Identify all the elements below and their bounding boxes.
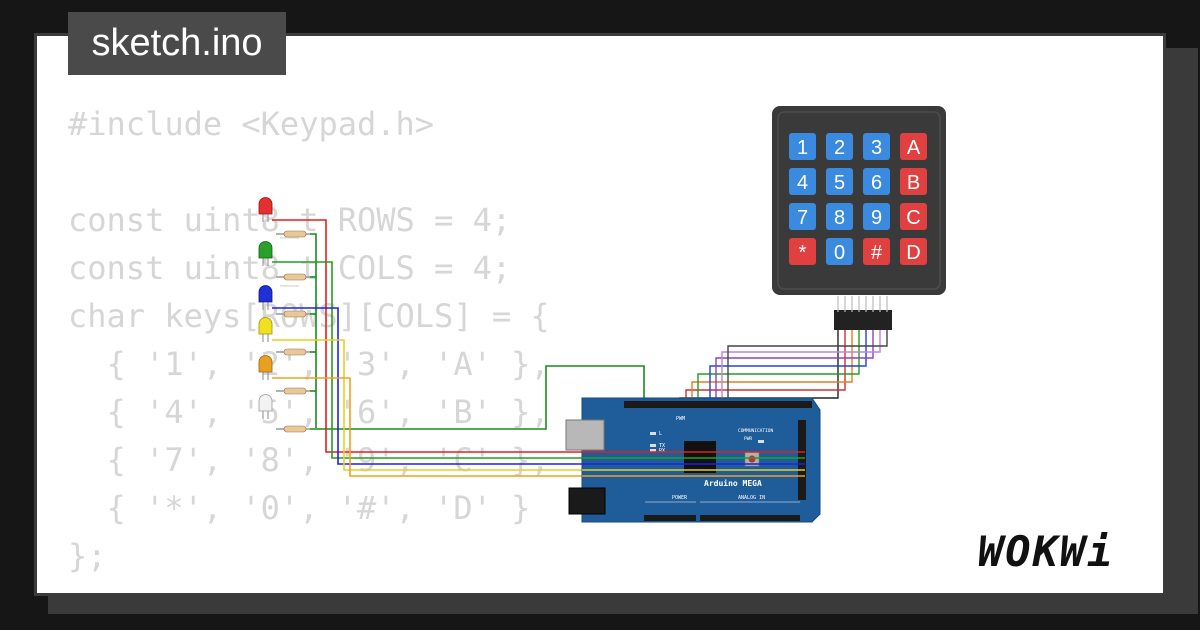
svg-text:2: 2 (834, 137, 845, 159)
key-c[interactable]: C (900, 203, 927, 230)
resistors (276, 230, 310, 433)
ground-wire (310, 233, 645, 430)
arduino-mega-board[interactable]: Arduino MEGA PWM COMMUNICATION POWER ANA… (565, 397, 821, 523)
key-hash[interactable]: # (863, 238, 890, 265)
keypad-wire (709, 330, 867, 406)
led-wires (272, 219, 805, 477)
keypad-wires (679, 330, 888, 406)
bottom-header-power (644, 515, 696, 521)
key-3[interactable]: 3 (863, 133, 890, 160)
resistor (276, 230, 310, 238)
wokwi-logo: WOKWi (978, 527, 1115, 576)
key-0[interactable]: 0 (826, 238, 853, 265)
led-white (258, 394, 273, 419)
svg-text:6: 6 (871, 172, 882, 194)
code-line: const uint8_t COLS = 4; (68, 249, 512, 287)
key-9[interactable]: 9 (863, 203, 890, 230)
code-line: { '*', '0', '#', 'D' } (68, 489, 531, 527)
svg-text:A: A (907, 137, 921, 159)
keypad-wire (715, 330, 874, 406)
key-2[interactable]: 2 (826, 133, 853, 160)
code-line: #include <Keypad.h> (68, 105, 435, 143)
key-star[interactable]: * (789, 238, 816, 265)
code-line: const uint8_t ROWS = 4; (68, 201, 512, 239)
power-jack (568, 487, 606, 515)
label-led-l: L (659, 431, 662, 437)
bottom-header-analog (700, 515, 800, 521)
wire-green (272, 261, 805, 459)
svg-text:0: 0 (834, 242, 845, 264)
keypad-connector (834, 310, 892, 330)
key-a[interactable]: A (900, 133, 927, 160)
svg-text:*: * (799, 242, 807, 264)
label-led-tx: TX (659, 443, 665, 449)
label-communication: COMMUNICATION (738, 428, 774, 434)
svg-text:3: 3 (871, 137, 882, 159)
led-yellow (258, 317, 273, 342)
svg-text:7: 7 (797, 207, 808, 229)
key-5[interactable]: 5 (826, 168, 853, 195)
code-line: { '1', '2', '3', 'A' }, (68, 345, 550, 383)
led-green (258, 241, 273, 266)
key-b[interactable]: B (900, 168, 927, 195)
top-header-digital (624, 401, 812, 408)
label-analog-in: ANALOG IN (738, 495, 765, 501)
led-blue (258, 285, 273, 310)
key-4[interactable]: 4 (789, 168, 816, 195)
resistor (276, 273, 310, 281)
svg-text:C: C (906, 207, 920, 229)
svg-text:#: # (871, 242, 883, 264)
keypad-wire (721, 330, 881, 406)
wire-blue (272, 307, 805, 465)
mcu-chip (684, 441, 716, 473)
file-tab[interactable]: sketch.ino (68, 12, 286, 75)
key-7[interactable]: 7 (789, 203, 816, 230)
label-pwm: PWM (676, 416, 685, 422)
key-d[interactable]: D (900, 238, 927, 265)
resistor (276, 310, 310, 318)
usb-port (565, 419, 605, 451)
board-overlay-wires (582, 451, 805, 477)
wire-yellow (272, 339, 805, 471)
keypad-wire (679, 330, 839, 406)
keypad-wire (727, 330, 888, 406)
svg-text:4: 4 (797, 172, 808, 194)
key-6[interactable]: 6 (863, 168, 890, 195)
keypad[interactable]: 1 2 3 A 4 5 6 B 7 8 9 C * 0 # D (772, 106, 946, 330)
label-power: POWER (672, 495, 688, 501)
svg-text:1: 1 (797, 137, 808, 159)
svg-text:8: 8 (834, 207, 845, 229)
label-led-pwr: PWR (744, 436, 752, 442)
svg-text:9: 9 (871, 207, 882, 229)
led-orange (258, 355, 273, 380)
key-8[interactable]: 8 (826, 203, 853, 230)
svg-text:D: D (906, 242, 920, 264)
board-name: Arduino MEGA (704, 478, 762, 488)
resistor (276, 387, 310, 395)
label-led-rx: RX (659, 448, 665, 454)
svg-text:5: 5 (834, 172, 845, 194)
wire-orange (272, 377, 805, 477)
led-red (258, 197, 273, 222)
svg-text:B: B (907, 172, 920, 194)
keypad-wire (691, 330, 853, 406)
code-line: char keys[ROWS][COLS] = { (68, 297, 550, 335)
right-header (798, 420, 806, 500)
resistor (276, 425, 310, 433)
key-1[interactable]: 1 (789, 133, 816, 160)
resistor (276, 348, 310, 356)
leds (258, 197, 273, 419)
wire-red (272, 219, 805, 453)
code-line: }; (68, 537, 107, 575)
